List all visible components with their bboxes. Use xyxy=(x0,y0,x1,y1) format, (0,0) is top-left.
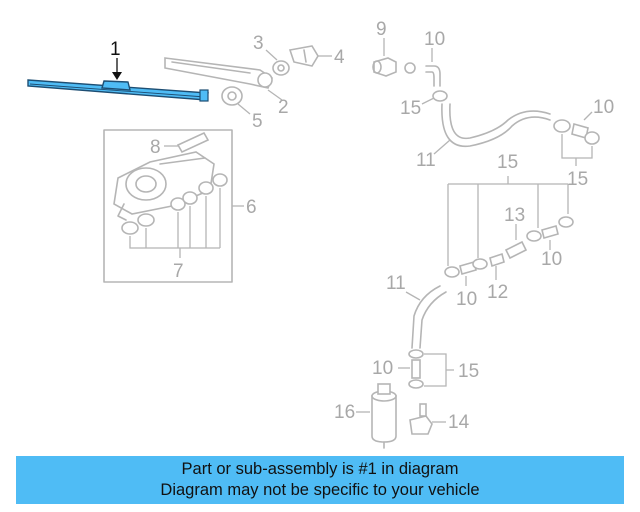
callout-15a[interactable]: 15 xyxy=(400,98,421,119)
banner-line-1: Part or sub-assembly is #1 in diagram xyxy=(181,460,459,478)
connector-part-10-lower xyxy=(408,349,424,389)
callout-3[interactable]: 3 xyxy=(253,33,264,54)
callout-15b[interactable]: 15 xyxy=(567,169,588,190)
callout-7[interactable]: 7 xyxy=(173,261,184,282)
callout-12[interactable]: 12 xyxy=(487,282,508,303)
callout-10e[interactable]: 10 xyxy=(372,358,393,379)
elbow-connector-part-10 xyxy=(425,65,441,87)
seals-part-7 xyxy=(121,173,228,235)
callout-16[interactable]: 16 xyxy=(334,402,355,423)
info-banner: Part or sub-assembly is #1 in diagram Di… xyxy=(16,456,624,504)
callout-6[interactable]: 6 xyxy=(246,197,257,218)
bolt-part-8 xyxy=(176,131,210,154)
callout-1[interactable]: 1 xyxy=(110,39,121,60)
callout-4[interactable]: 4 xyxy=(334,47,345,68)
callout-2[interactable]: 2 xyxy=(278,97,289,118)
callout-10c[interactable]: 10 xyxy=(456,289,477,310)
washer-pump-part-16 xyxy=(371,383,397,449)
cap-part-4 xyxy=(288,45,319,67)
callout-10a[interactable]: 10 xyxy=(424,29,445,50)
wiper-arm-part-2 xyxy=(164,57,273,89)
callout-11b[interactable]: 11 xyxy=(386,273,406,294)
line-fittings xyxy=(444,216,574,278)
nozzle-part-9 xyxy=(372,57,397,77)
callout-8[interactable]: 8 xyxy=(150,137,161,158)
grommet-part-5 xyxy=(221,86,243,106)
callout-15d[interactable]: 15 xyxy=(458,361,479,382)
clip-small xyxy=(404,62,416,74)
callout-14[interactable]: 14 xyxy=(448,412,470,433)
callout-11a[interactable]: 11 xyxy=(416,150,436,171)
clamp xyxy=(432,90,448,102)
leader-arrow-1 xyxy=(112,72,122,80)
callout-9[interactable]: 9 xyxy=(376,19,387,40)
wiper-blade-part-1[interactable] xyxy=(27,79,209,102)
nut-part-3 xyxy=(272,60,290,76)
grommet-part-14 xyxy=(409,403,433,435)
banner-line-2: Diagram may not be specific to your vehi… xyxy=(160,481,480,499)
callout-10d[interactable]: 10 xyxy=(541,249,562,270)
connector-part-10-right xyxy=(553,119,600,145)
callout-13[interactable]: 13 xyxy=(504,205,525,226)
hose-part-11-upper xyxy=(441,103,551,148)
hose-part-11-lower xyxy=(411,285,447,349)
callout-15c[interactable]: 15 xyxy=(497,152,518,173)
callout-10b[interactable]: 10 xyxy=(593,97,614,118)
callout-5[interactable]: 5 xyxy=(252,111,263,132)
parts-diagram: 1 2 3 4 5 6 8 xyxy=(27,19,614,449)
